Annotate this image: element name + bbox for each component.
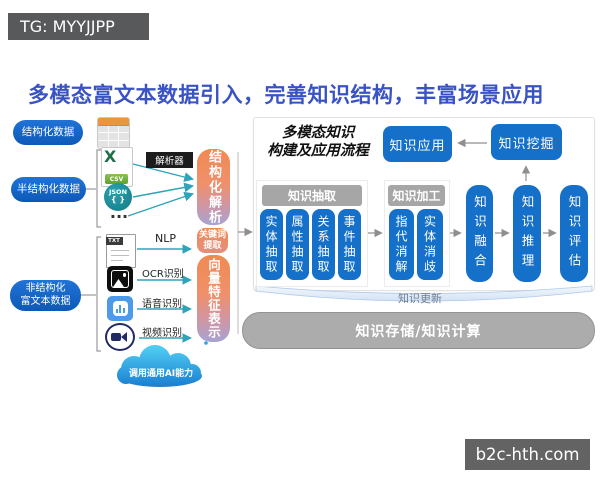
image-dot-glyph <box>122 273 126 277</box>
parsing-arrows <box>127 163 195 217</box>
knowledge-update-label: 知识更新 <box>398 292 442 305</box>
method-ocr: OCR识别 <box>142 269 184 280</box>
knowledge-mining-box: 知识挖掘 <box>491 124 562 160</box>
watermark-site-badge: b2c-hth.com <box>465 439 590 470</box>
method-video: 视频识别 <box>142 328 182 339</box>
semi-structured-bracket <box>86 149 101 228</box>
relation-extraction-pill: 关系抽取 <box>312 209 335 280</box>
image-icon <box>107 266 133 292</box>
knowledge-fusion-pill: 知识融合 <box>466 185 493 282</box>
structural-parsing-box: 结构化解析 <box>197 149 230 225</box>
more-sources-ellipsis: ... <box>109 203 129 222</box>
ai-cloud-label: 调用通用AI能力 <box>128 369 194 379</box>
json-icon: JSON { } <box>104 183 132 211</box>
txt-badge: TXT <box>106 237 123 245</box>
method-speech: 语音识别 <box>142 299 182 310</box>
method-nlp: NLP <box>155 232 176 245</box>
unstructured-label-line1: 非结构化 <box>25 283 66 294</box>
knowledge-reasoning-pill: 知识推理 <box>513 185 541 282</box>
watermark-site-text: b2c-hth.com <box>475 445 580 464</box>
vector-feature-box: 向量特征表示 <box>197 255 230 342</box>
parser-tag: 解析器 <box>146 152 193 168</box>
audio-icon <box>107 296 133 321</box>
entity-extraction-pill: 实体抽取 <box>260 209 283 280</box>
keyword-extraction-box: 关键词 提取 <box>197 228 228 253</box>
table-icon <box>97 117 130 149</box>
knowledge-application-box: 知识应用 <box>383 126 452 162</box>
semi-structured-data-label: 半结构化数据 <box>17 182 80 195</box>
unstructured-label-line2: 富文本数据 <box>20 295 71 307</box>
watermark-telegram-badge: TG: MYYJJPP <box>8 13 149 40</box>
json-icon-braces: { } <box>110 195 126 205</box>
image-mountain-glyph <box>113 279 124 287</box>
extraction-header: 知识抽取 <box>262 185 362 206</box>
knowledge-evaluation-pill: 知识评估 <box>560 185 588 282</box>
coreference-resolution-pill: 指代消解 <box>389 209 414 280</box>
json-icon-label: JSON <box>108 188 128 197</box>
event-extraction-pill: 事件抽取 <box>338 209 361 280</box>
excel-x-glyph: X <box>104 147 117 166</box>
knowledge-storage-bar: 知识存储/知识计算 <box>242 312 595 349</box>
txt-document-icon: TXT <box>106 234 136 268</box>
unstructured-data-pill: 非结构化 富文本数据 <box>10 280 81 311</box>
video-icon <box>105 323 135 351</box>
headline: 多模态富文本数据引入，完善知识结构，丰富场景应用 <box>28 83 544 107</box>
attribute-extraction-pill: 属性抽取 <box>286 209 309 280</box>
flow-panel-title: 多模态知识 构建及应用流程 <box>267 125 369 160</box>
unstructured-bracket <box>81 236 101 352</box>
entity-disambiguation-pill: 实体消歧 <box>417 209 443 280</box>
excel-csv-icon: X CSV <box>101 147 133 187</box>
table-icon-header <box>98 118 129 126</box>
structured-data-pill: 结构化数据 <box>13 120 83 145</box>
processing-header: 知识加工 <box>388 185 445 206</box>
semi-structured-data-pill: 半结构化数据 <box>11 177 86 202</box>
structured-data-label: 结构化数据 <box>21 125 75 138</box>
watermark-telegram-text: TG: MYYJJPP <box>20 17 115 36</box>
csv-badge: CSV <box>105 174 128 184</box>
